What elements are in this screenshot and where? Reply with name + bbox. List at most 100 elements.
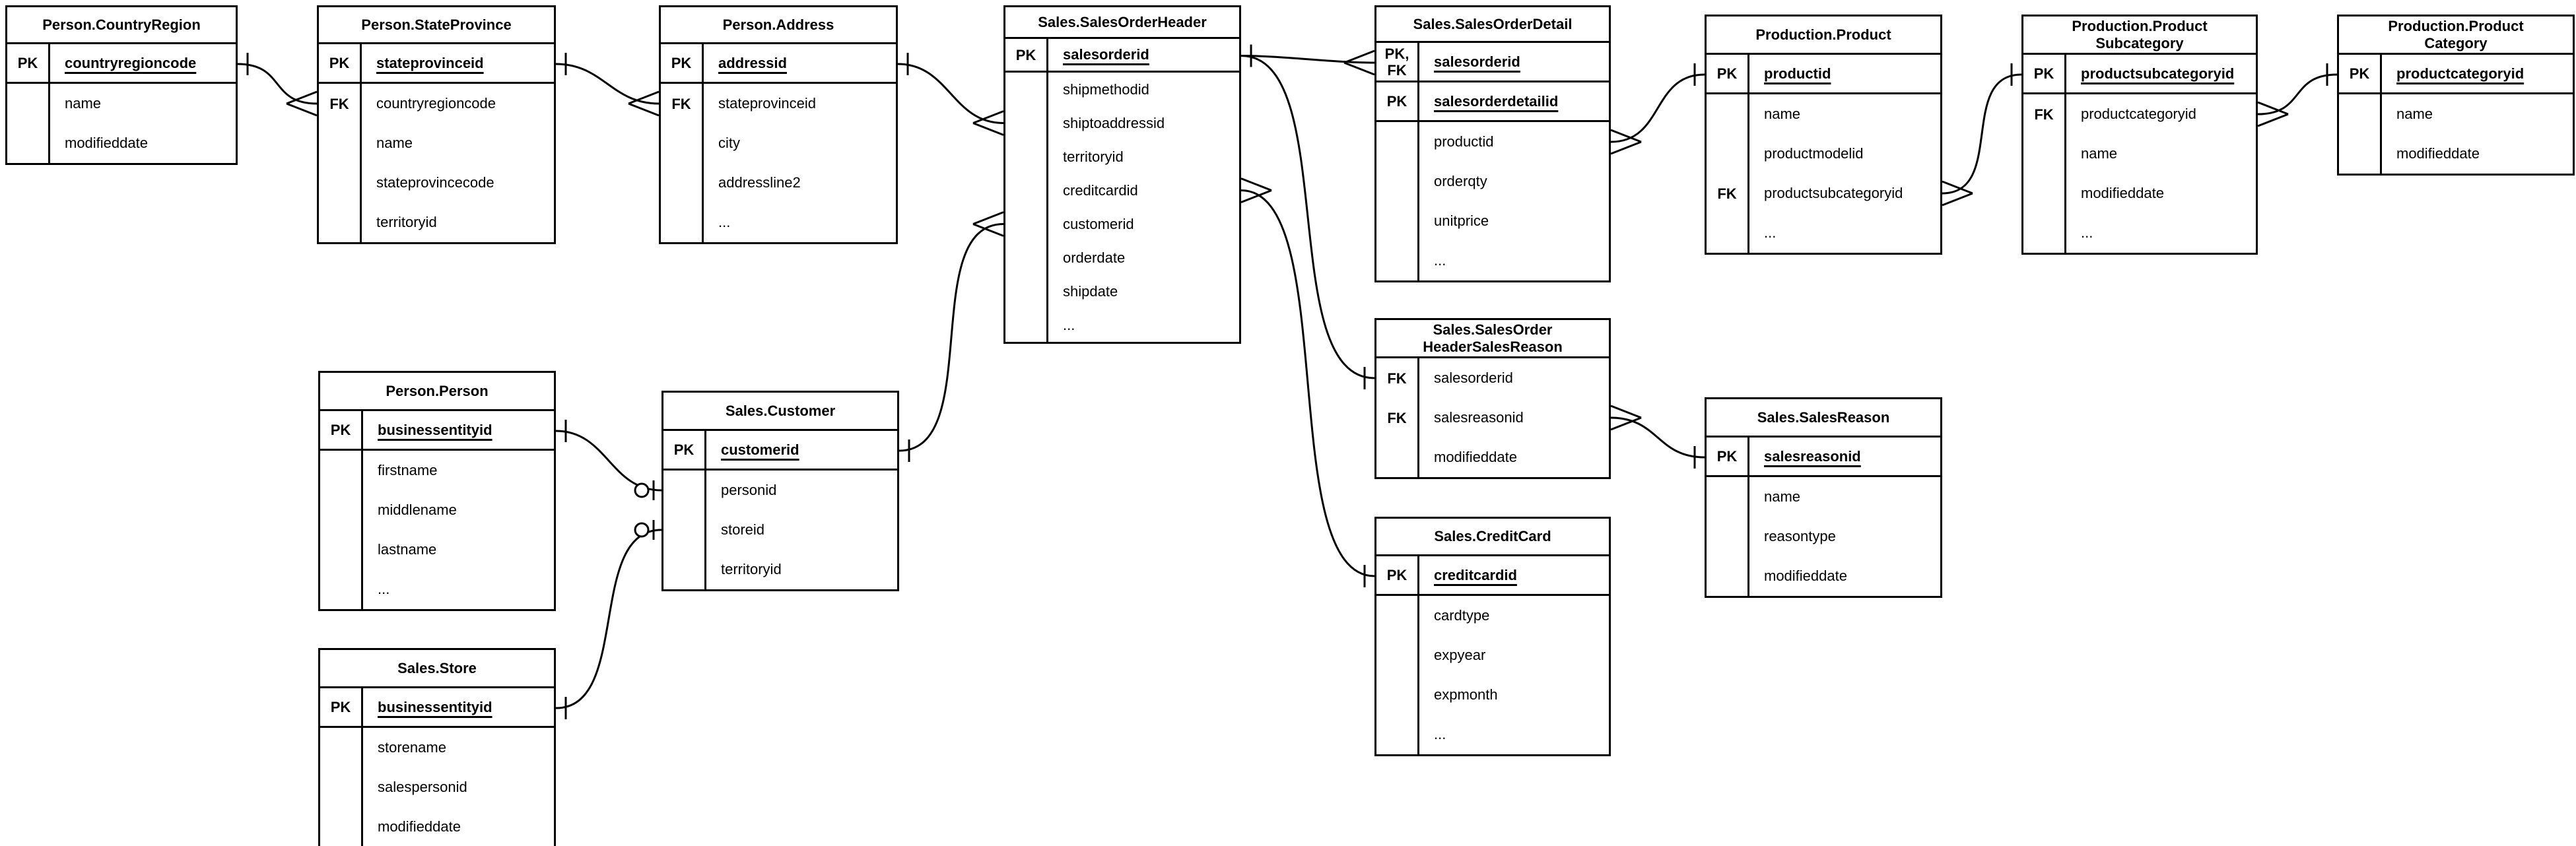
attribute-name: city — [718, 135, 740, 151]
attribute-name: ... — [1764, 224, 1777, 241]
edge-path — [555, 63, 660, 105]
attribute-row: modifieddate — [2339, 134, 2573, 174]
attribute-row: ... — [1707, 213, 1940, 253]
attribute-name: salesorderid — [1063, 46, 1149, 63]
cardinality-marker — [1942, 180, 1973, 195]
edge-salesorderdetail-product[interactable] — [1610, 63, 1705, 155]
attribute-name: countryregioncode — [65, 54, 197, 71]
edge-customer-salesorderheader[interactable] — [898, 211, 1004, 463]
attribute-row: ... — [320, 569, 554, 609]
entity-title: Sales.SalesReason — [1707, 399, 1940, 438]
edge-path — [898, 223, 1004, 452]
attribute-row: orderdate — [1005, 241, 1239, 275]
edge-store-customer[interactable] — [555, 520, 662, 719]
edge-salesorderheader-salesorderheadersalesreason[interactable] — [1240, 55, 1375, 390]
attribute-row: ... — [1376, 241, 1609, 280]
attribute-name: orderqty — [1434, 173, 1487, 189]
edge-countryregion-stateprovince[interactable] — [237, 53, 318, 117]
edge-salesorderheader-creditcard[interactable] — [1240, 178, 1375, 588]
attribute-name: productcategoryid — [2081, 106, 2196, 122]
cardinality-marker — [972, 122, 1004, 136]
key-badge: PK — [330, 422, 351, 438]
attribute-name: productcategoryid — [2396, 65, 2525, 82]
attribute-row: storeid — [663, 510, 897, 550]
edge-path — [555, 529, 662, 709]
attribute-row: personid — [663, 471, 897, 510]
entity-title-line: Production.Product — [1755, 26, 1891, 43]
attribute-name: stateprovinceid — [718, 95, 816, 112]
entity-title: Person.StateProvince — [319, 7, 554, 44]
attribute-name: shiptoaddressid — [1063, 114, 1165, 131]
attribute-name: ... — [1434, 252, 1446, 269]
edge-salesorderheader-salesorderdetail[interactable] — [1240, 44, 1375, 76]
entity-title-line: Production.Product — [2072, 17, 2208, 34]
attribute-name: ... — [1434, 726, 1446, 742]
edge-address-salesorderheader[interactable] — [897, 53, 1004, 136]
entity-title: Sales.SalesOrderDetail — [1376, 7, 1609, 43]
entity-title-line: Sales.CreditCard — [1434, 528, 1551, 544]
entity-title-line: Sales.SalesOrderDetail — [1413, 15, 1573, 32]
attribute-name: expyear — [1434, 647, 1486, 663]
attribute-row: city — [661, 123, 896, 163]
edge-product-productsubcategory[interactable] — [1942, 63, 2022, 207]
attribute-name: stateprovincecode — [376, 174, 494, 191]
zero-cardinality-circle — [634, 522, 650, 538]
cardinality-marker — [628, 90, 660, 105]
attribute-name: salesorderid — [1434, 370, 1513, 386]
attribute-row: shiptoaddressid — [1005, 106, 1239, 140]
attribute-name: territoryid — [721, 561, 782, 577]
key-badge: PK, FK — [1384, 45, 1409, 79]
entity-title-line: Sales.Customer — [725, 402, 836, 419]
cardinality-marker — [628, 102, 660, 117]
attribute-name: addressline2 — [718, 174, 801, 191]
edge-stateprovince-address[interactable] — [555, 53, 660, 117]
key-badge: PK — [330, 699, 351, 715]
attribute-name: reasontype — [1764, 528, 1836, 544]
key-badge: PK — [1716, 448, 1738, 465]
attribute-name: salesorderdetailid — [1434, 92, 1559, 110]
attribute-name: territoryid — [1063, 148, 1124, 165]
entity-title: Sales.CreditCard — [1376, 519, 1609, 556]
cardinality-marker — [1610, 405, 1642, 419]
entity-title-line: Category — [2424, 34, 2488, 51]
attribute-row: ... — [1005, 308, 1239, 342]
attribute-name: name — [376, 135, 413, 151]
attribute-row: orderqty — [1376, 162, 1609, 201]
attribute-row: modifieddate — [1707, 556, 1940, 596]
edge-path — [1942, 73, 2022, 195]
edge-path — [1610, 73, 1705, 143]
edge-salesorderheadersalesreason-salesreason[interactable] — [1610, 405, 1705, 469]
key-column-divider — [702, 44, 704, 242]
attribute-name: customerid — [1063, 215, 1134, 232]
edge-person-customer[interactable] — [555, 420, 662, 500]
cardinality-marker — [972, 110, 1004, 124]
attribute-row: ... — [661, 203, 896, 242]
attribute-name: modifieddate — [2396, 145, 2480, 162]
attribute-name: personid — [721, 482, 777, 498]
edge-productsubcategory-productcategory[interactable] — [2257, 63, 2338, 127]
edge-path — [1240, 55, 1375, 379]
